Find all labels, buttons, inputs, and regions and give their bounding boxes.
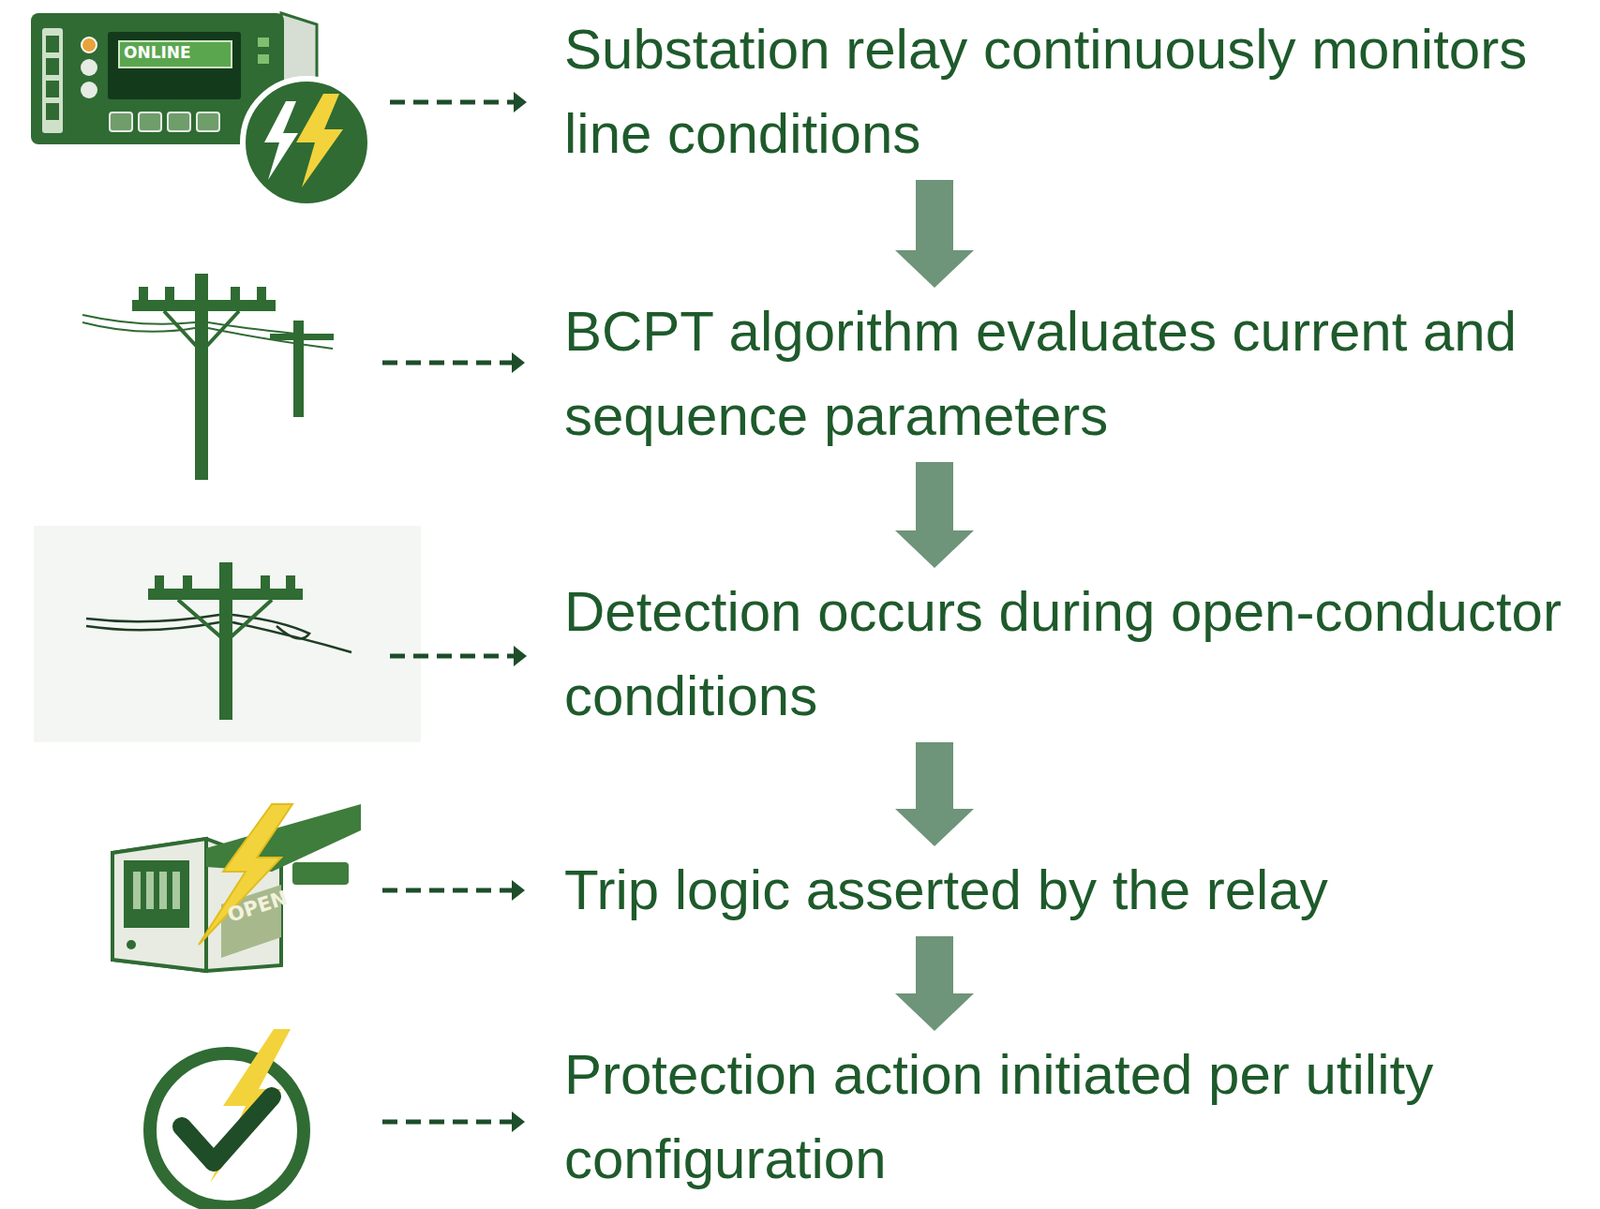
flow-arrow (895, 936, 974, 1032)
protection-check-icon (149, 1029, 304, 1208)
relay-icon (30, 13, 371, 207)
step-text: BCPT algorithm evaluates current and seq… (564, 289, 1586, 459)
process-step: Trip logic asserted by the relay (564, 848, 1586, 933)
dashed-pointer (382, 91, 527, 1133)
process-step: Protection action initiated per utility … (564, 1032, 1586, 1202)
flow-arrow (895, 179, 974, 288)
arrow-head (895, 250, 974, 288)
process-step: Substation relay continuously monitors l… (564, 7, 1586, 177)
process-step: BCPT algorithm evaluates current and seq… (564, 289, 1586, 459)
breaker-icon (112, 804, 361, 972)
arrow-head (895, 993, 974, 1032)
arrow-shaft (915, 179, 954, 251)
process-step: Detection occurs during open-conductor c… (564, 569, 1586, 739)
step-text: Substation relay continuously monitors l… (564, 7, 1586, 177)
open-conductor-icon (33, 525, 421, 743)
arrow-shaft (915, 742, 954, 809)
arrow-head (895, 530, 974, 569)
utility-pole-icon (82, 273, 334, 480)
flow-arrow (895, 462, 974, 569)
step-text: Protection action initiated per utility … (564, 1032, 1586, 1202)
step-text: Detection occurs during open-conductor c… (564, 569, 1586, 739)
arrow-shaft (915, 462, 954, 531)
screen-status: ONLINE (123, 43, 192, 62)
step-text: Trip logic asserted by the relay (564, 848, 1586, 933)
arrow-shaft (915, 936, 954, 994)
arrow-head (895, 808, 974, 847)
flow-arrow (895, 742, 974, 847)
